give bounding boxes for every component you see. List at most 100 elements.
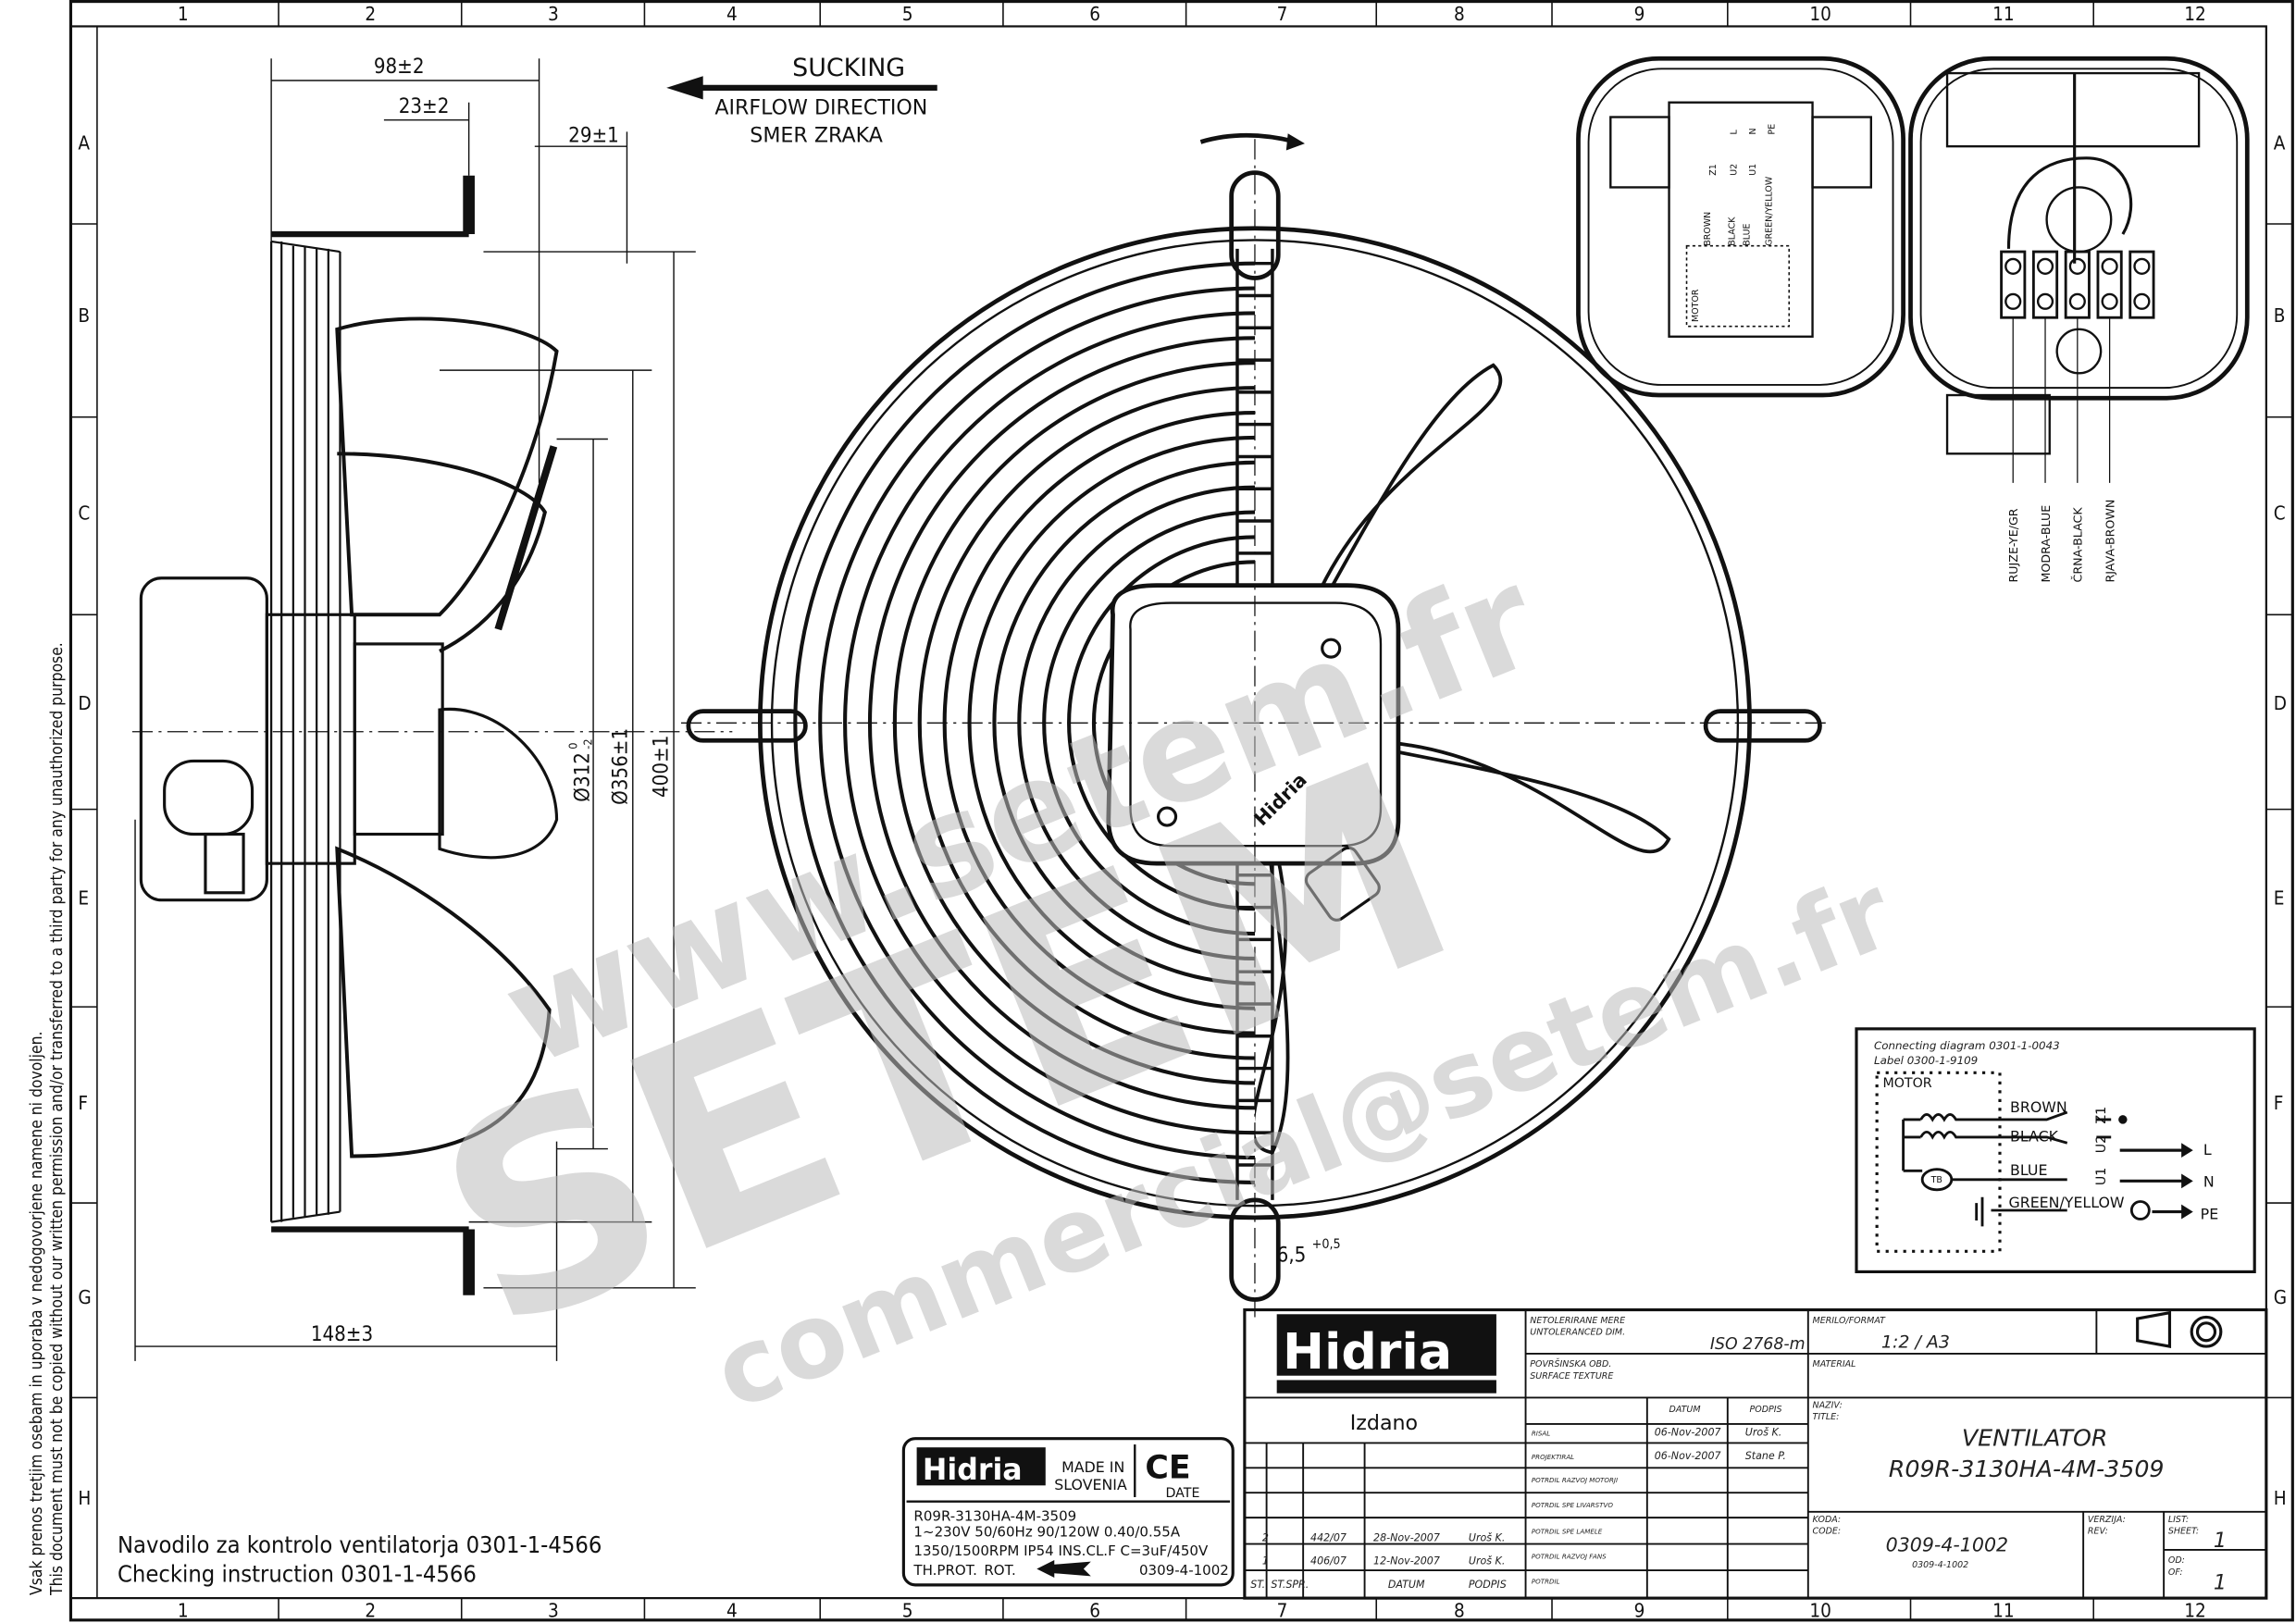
name-label-sl: NAZIV: xyxy=(1813,1401,1843,1411)
column-label: 9 xyxy=(1634,3,1645,25)
dim-mount-span: 400±1 xyxy=(650,736,674,798)
guard-ring xyxy=(843,311,1255,1135)
column-label: 1 xyxy=(178,1600,189,1622)
sheet-label-en: SHEET: xyxy=(2168,1527,2199,1537)
revision-header: ST.SPR. xyxy=(1271,1579,1309,1591)
revision-cell: Uroš K. xyxy=(1469,1531,1505,1543)
dim-hole-tol: +0,5 xyxy=(1312,1237,1341,1252)
untol-label-en: UNTOLERANCED DIM. xyxy=(1530,1327,1625,1337)
guard-ring xyxy=(1017,485,1255,960)
revision-cell: 2 xyxy=(1262,1531,1269,1543)
column-label: 8 xyxy=(1454,1600,1465,1622)
scale-value: 1:2 / A3 xyxy=(1881,1332,1950,1353)
of-label-en: OF: xyxy=(2168,1567,2183,1578)
revision-cell: 28-Nov-2007 xyxy=(1373,1531,1440,1543)
revision-header: ST. xyxy=(1250,1579,1265,1591)
wiring-wire-blue: BLUE xyxy=(2010,1161,2047,1179)
wire-label: RJAVA-BROWN xyxy=(2103,500,2116,583)
drawing-frame xyxy=(68,0,2294,1622)
row-label: G xyxy=(2274,1286,2287,1308)
ce-mark: CE xyxy=(1145,1449,1190,1486)
name-label-en: TITLE: xyxy=(1813,1412,1840,1422)
terminal-box-mini-label: Z1 U2 U1 L N PE BROWN BLACK BLUE GREEN/Y… xyxy=(1691,124,1777,322)
notice-en: This document must not be copied without… xyxy=(48,642,67,1596)
mini-wire-brown: BROWN xyxy=(1703,212,1713,246)
sign-role: POTRDIL RAZVOJ FANS xyxy=(1532,1552,1607,1560)
row-label: D xyxy=(78,692,91,714)
terminal-box-open xyxy=(1908,56,2250,455)
sign-role: PROJEKTIRAL xyxy=(1532,1453,1574,1461)
mini-wire-gy: GREEN/YELLOW xyxy=(1764,176,1774,246)
nameplate-code: 0309-4-1002 xyxy=(1139,1562,1229,1579)
nameplate-thprot: TH.PROT. xyxy=(912,1562,976,1579)
column-label: 2 xyxy=(365,3,376,25)
fan-blade xyxy=(1254,723,1290,1155)
terminal-screw xyxy=(2031,250,2059,319)
title-block-logo: Hidria xyxy=(1283,1322,1452,1381)
row-label: B xyxy=(2274,304,2286,327)
revision-cell: 12-Nov-2007 xyxy=(1373,1555,1440,1567)
mini-wire-black: BLACK xyxy=(1728,217,1738,246)
dim-blade-tol-lower: -2 xyxy=(580,738,594,749)
nameplate-date: DATE xyxy=(1165,1486,1199,1501)
code-label-sl: KODA: xyxy=(1813,1515,1842,1525)
dim-depth-total: 98±2 xyxy=(374,55,425,79)
sheet-label-sl: LIST: xyxy=(2168,1515,2189,1525)
column-label: 6 xyxy=(1089,1600,1100,1622)
guard-ring xyxy=(992,460,1255,985)
surface-label-sl: POVRŠINSKA OBD. xyxy=(1530,1358,1611,1369)
mini-line-pe: PE xyxy=(1767,124,1777,135)
wiring-diagram: Connecting diagram 0301-1-0043 Label 030… xyxy=(1855,1027,2256,1273)
mini-line-n: N xyxy=(1748,128,1758,134)
mini-terminal-z1: Z1 xyxy=(1708,164,1719,176)
wiring-tb: TB xyxy=(1930,1175,1942,1185)
revision-header: PODPIS xyxy=(1469,1579,1507,1591)
row-label: F xyxy=(78,1092,88,1114)
wiring-line-pe: PE xyxy=(2201,1205,2219,1222)
instruction-sl: Navodilo za kontrolo ventilatorja 0301-1… xyxy=(118,1531,602,1558)
revision-cell: 442/07 xyxy=(1310,1531,1347,1543)
row-label: B xyxy=(78,304,90,327)
sign-role: POTRDIL RAZVOJ MOTORJI xyxy=(1532,1476,1618,1484)
side-notice: Vsak prenos tretjim osebam in uporaba v … xyxy=(28,642,67,1596)
revision-cell: 1 xyxy=(1262,1555,1269,1567)
wire-label: ČRNA-BLACK xyxy=(2071,507,2085,583)
mini-motor: MOTOR xyxy=(1691,289,1701,322)
nameplate-country: SLOVENIA xyxy=(1054,1476,1127,1493)
sheet-number: 1 xyxy=(2214,1529,2227,1553)
column-label: 4 xyxy=(726,3,738,25)
fan-blade xyxy=(1254,363,1503,725)
drawing-code: 0309-4-1002 xyxy=(1886,1534,2008,1556)
row-label: C xyxy=(78,502,90,524)
untol-value: ISO 2768-m xyxy=(1710,1335,1806,1354)
dim-depth-a: 23±2 xyxy=(399,94,450,118)
wire-label: MODRA-BLUE xyxy=(2039,505,2053,583)
column-label: 11 xyxy=(1992,1600,2015,1622)
sign-date: 06-Nov-2007 xyxy=(1655,1450,1721,1462)
material-label: MATERIAL xyxy=(1813,1359,1856,1369)
row-label: H xyxy=(78,1487,91,1509)
column-label: 7 xyxy=(1277,1600,1288,1622)
wiring-wire-black: BLACK xyxy=(2010,1128,2059,1146)
wiring-title: Connecting diagram 0301-1-0043 xyxy=(1874,1039,2060,1052)
row-label: G xyxy=(78,1286,91,1308)
nameplate-line2: 1350/1500RPM IP54 INS.CL.F C=3uF/450V xyxy=(913,1542,1209,1559)
wiring-arrows-icon xyxy=(2118,1115,2193,1220)
nameplate-line1: 1~230V 50/60Hz 90/120W 0.40/0.55A xyxy=(913,1524,1180,1541)
airflow-label-sl: SMER ZRAKA xyxy=(750,123,883,147)
nameplate-logo: Hidria xyxy=(923,1454,1023,1487)
sign-role: RISAL xyxy=(1532,1430,1550,1438)
column-label: 3 xyxy=(548,1600,559,1622)
drawing-title-2: R09R-3130HA-4M-3509 xyxy=(1889,1456,2165,1482)
sign-date: 06-Nov-2007 xyxy=(1655,1427,1721,1439)
wiring-motor: MOTOR xyxy=(1882,1076,1931,1091)
row-label: C xyxy=(2274,502,2286,524)
column-label: 8 xyxy=(1454,3,1465,25)
nameplate-model: R09R-3130HA-4M-3509 xyxy=(913,1507,1076,1524)
mini-line-l: L xyxy=(1729,130,1739,135)
notice-sl: Vsak prenos tretjim osebam in uporaba v … xyxy=(28,1032,46,1595)
